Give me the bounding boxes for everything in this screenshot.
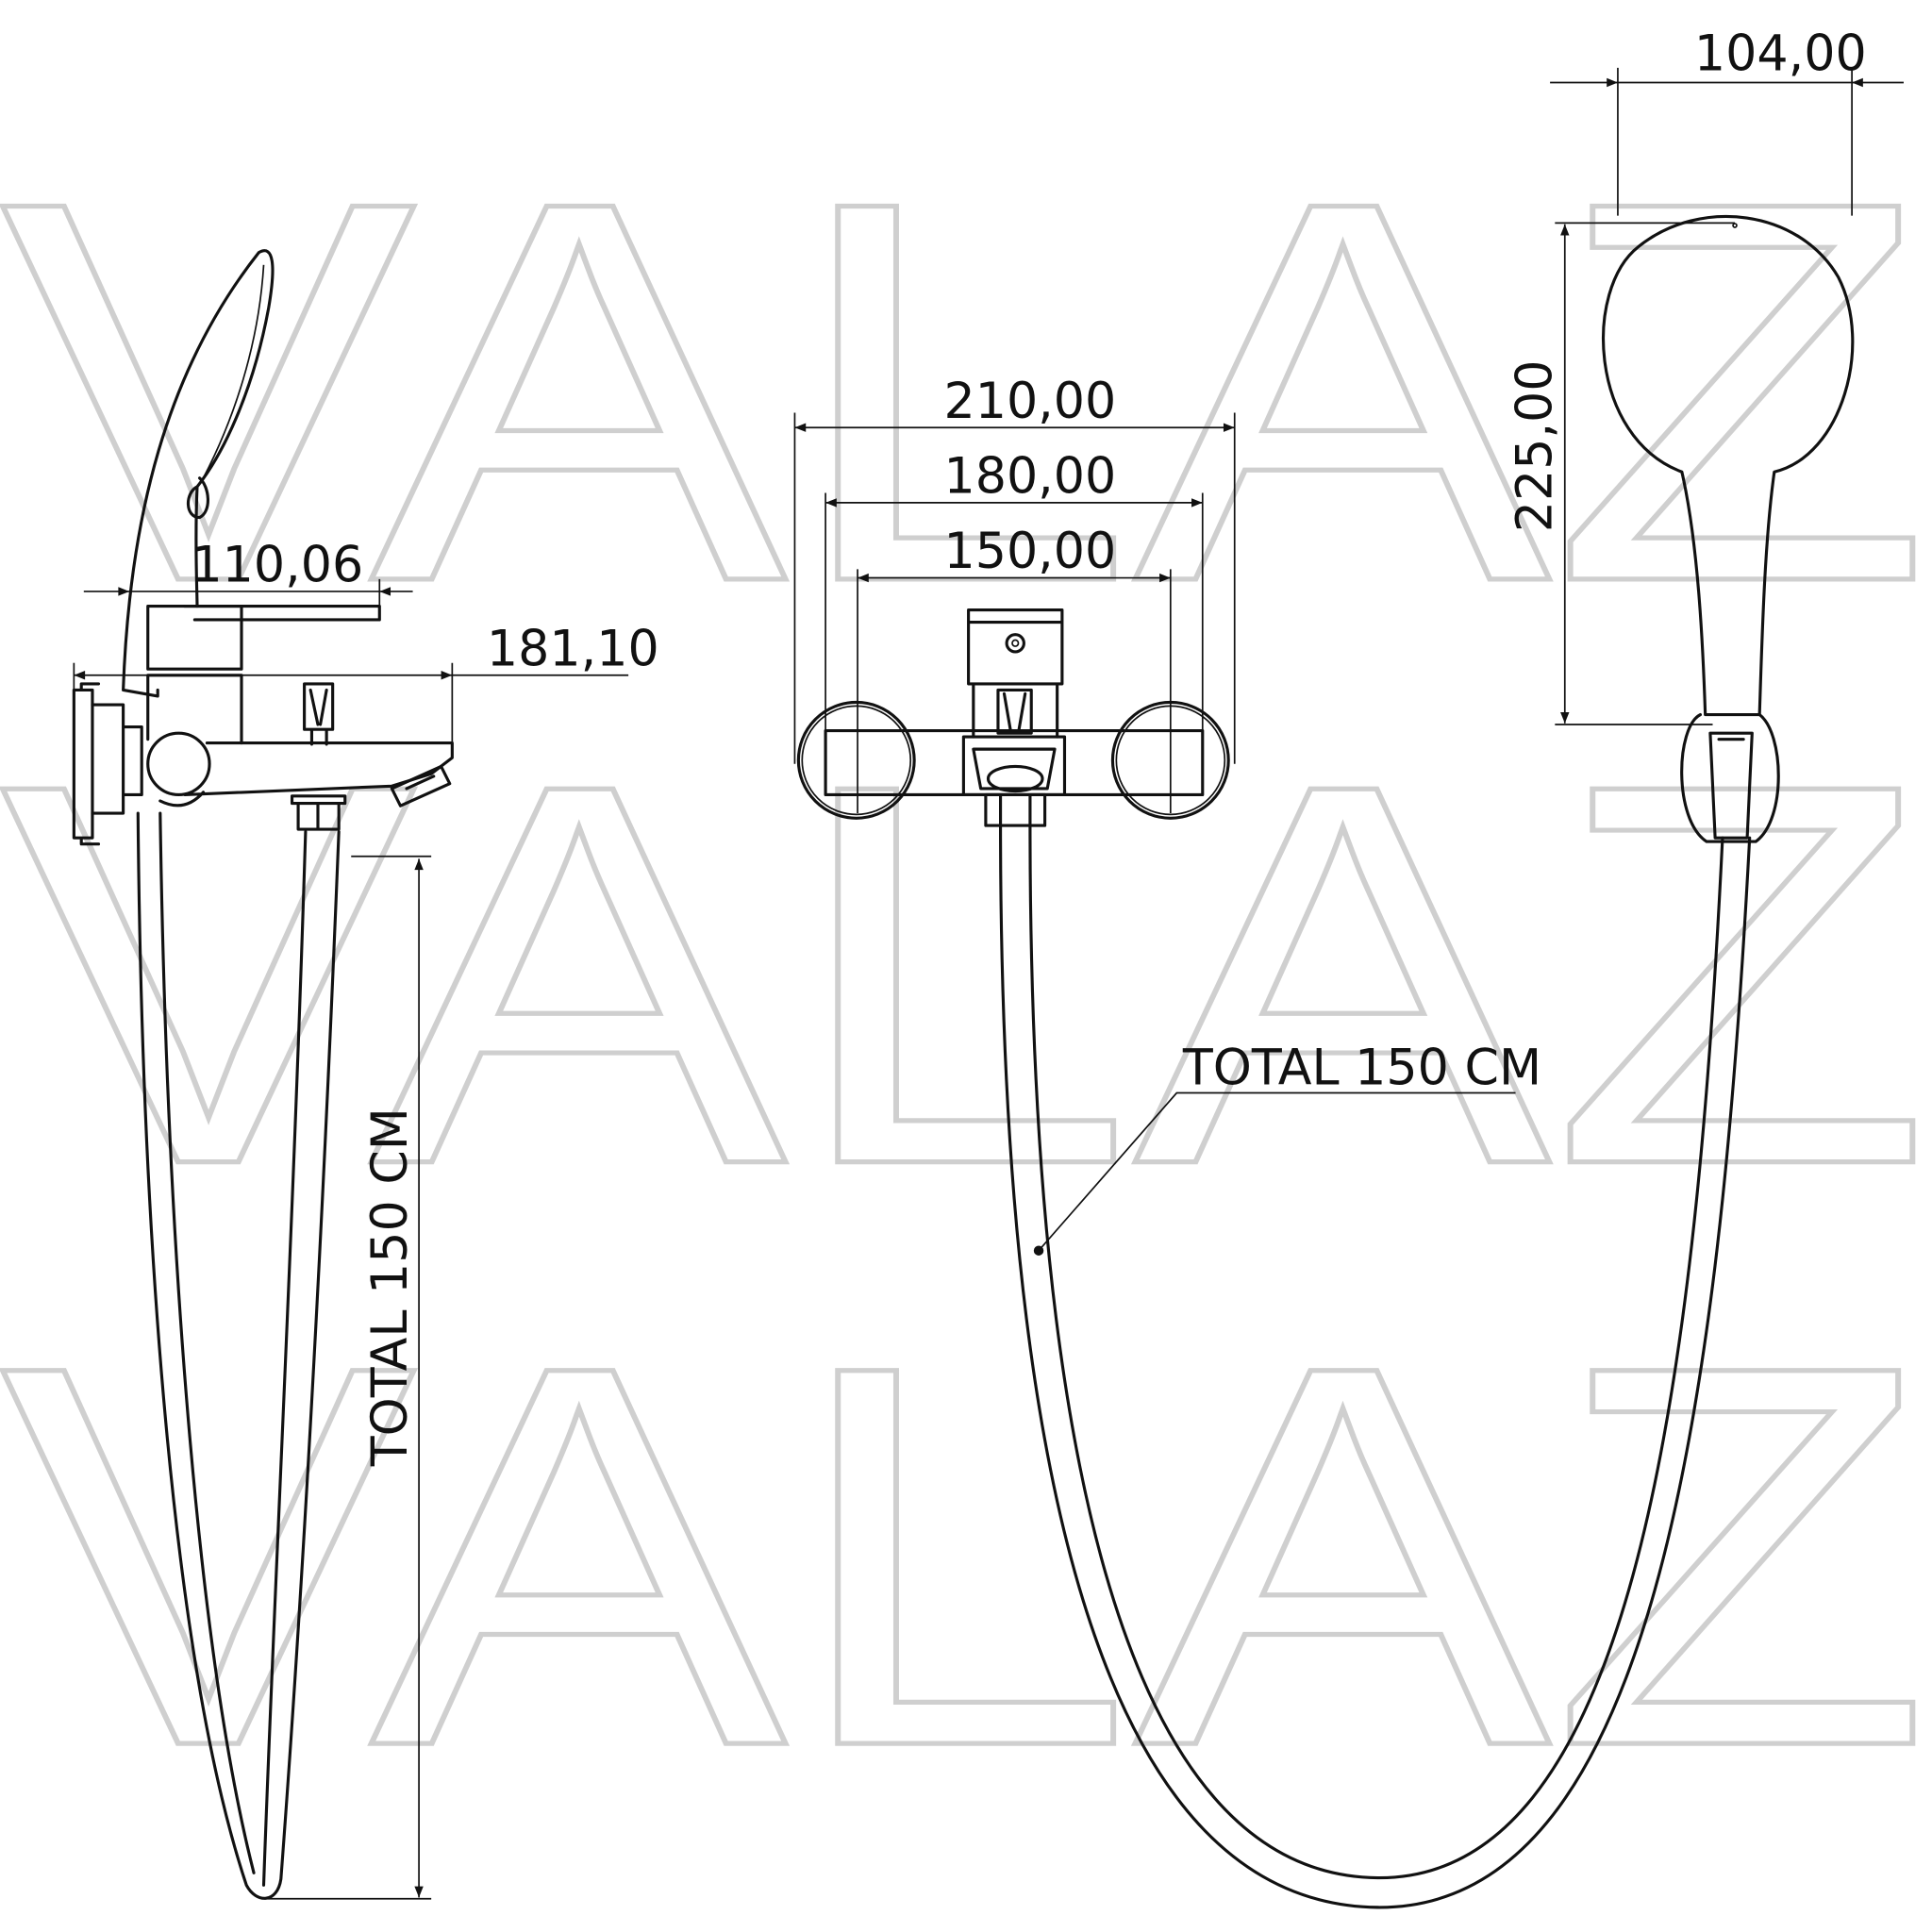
- diverter-button-front: [996, 688, 1033, 735]
- handshower-head: [1602, 214, 1855, 717]
- spout-bracket: [961, 735, 1067, 797]
- dim-center-distance: 150,00: [943, 524, 1116, 580]
- leader-line: [1038, 1091, 1516, 1252]
- leader-hose-length: TOTAL 150 CM: [1182, 1040, 1541, 1096]
- hose-nut: [290, 794, 347, 831]
- diverter-knob: [146, 731, 211, 797]
- outlet: [986, 764, 1044, 793]
- handshower-holder: [1680, 712, 1780, 843]
- aerator: [390, 764, 452, 808]
- dim-handshower-length: 225,00: [1507, 359, 1563, 532]
- cartridge-housing: [967, 608, 1064, 739]
- handshower-front: 104,00 225,00: [1507, 25, 1904, 843]
- dim-handshower-offset: 110,06: [191, 537, 363, 593]
- dim-eccentric-width: 180,00: [943, 448, 1116, 505]
- svg-text:VALAZ: VALAZ: [0, 1253, 1932, 1858]
- dim-overall-width: 210,00: [943, 374, 1116, 430]
- front-view-mixer: 210,00 180,00 150,00 TOTAL 150 CM: [793, 374, 1752, 1909]
- svg-text:VALAZ: VALAZ: [0, 672, 1932, 1277]
- handshower-face: [202, 264, 265, 479]
- wall-nut: [91, 703, 143, 815]
- lever-screw: [1005, 633, 1025, 654]
- wall-plate: [72, 682, 101, 846]
- hose-front: [999, 824, 1752, 1909]
- watermark: VALAZ VALAZ VALAZ: [0, 86, 1932, 1861]
- wall-flange-left: [796, 700, 916, 820]
- handshower-side: [122, 249, 275, 698]
- side-view-mixer: 110,06 181,10 TOTAL 150 CM: [72, 249, 659, 1900]
- hose-nut-front: [984, 792, 1047, 827]
- lever-handle: [183, 605, 381, 622]
- diverter-button: [303, 682, 335, 746]
- dim-spout-projection: 181,10: [487, 621, 659, 677]
- dim-head-diameter: 104,00: [1694, 25, 1867, 82]
- dim-hose-length-side: TOTAL 150 CM: [362, 1108, 419, 1467]
